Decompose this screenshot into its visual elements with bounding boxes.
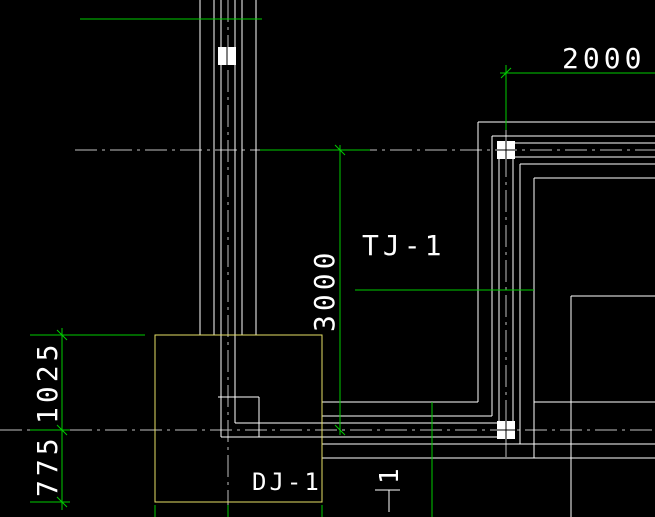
label-tj-1: TJ-1 xyxy=(362,229,445,262)
dimension-lines xyxy=(30,18,655,517)
footing-dj-1-outline[interactable] xyxy=(154,334,323,503)
dimension-text-775: 775 xyxy=(31,434,64,497)
section-mark-label: 1 xyxy=(375,464,405,484)
dimension-text-3000: 3000 xyxy=(308,249,341,332)
dimension-text-2000: 2000 xyxy=(562,42,645,75)
wall-outlines xyxy=(199,0,655,517)
column-crosshairs xyxy=(226,47,515,439)
label-dj-1: DJ-1 xyxy=(252,468,322,496)
dimension-text-1025: 1025 xyxy=(31,341,64,424)
